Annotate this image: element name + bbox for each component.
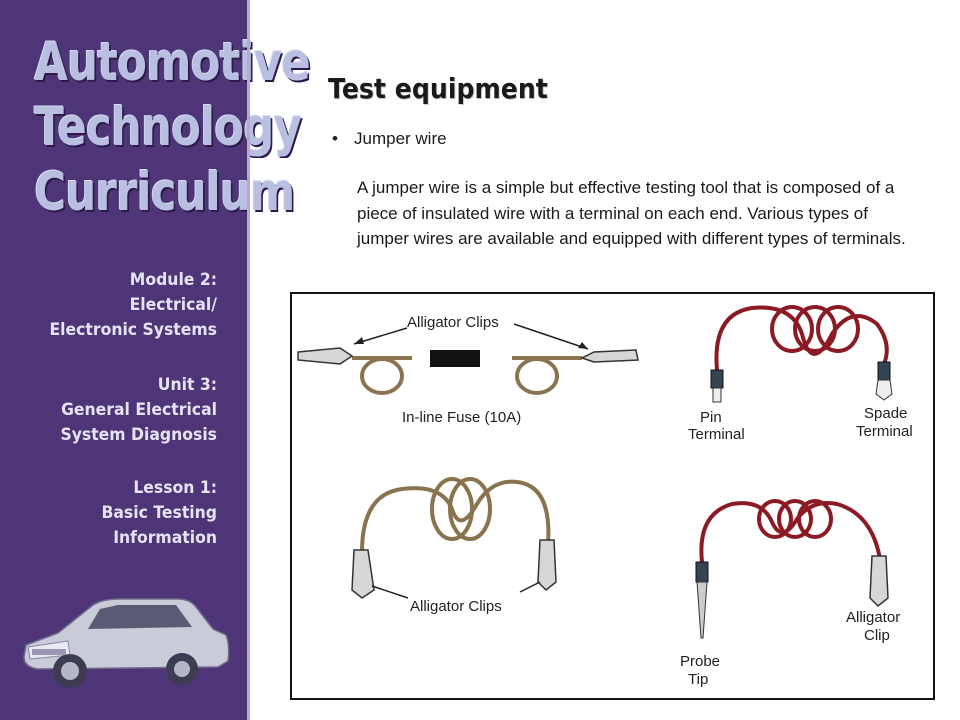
jumper-wire-figure: Alligator Clips In-line Fuse (10A) Pin T…: [290, 292, 935, 700]
unit-name-2: System Diagnosis: [60, 425, 217, 445]
brand-line-3: Curriculum: [34, 162, 295, 223]
unit-number: Unit 3:: [157, 375, 217, 395]
module-number: Module 2:: [129, 270, 217, 290]
nav-unit: Unit 3: General Electrical System Diagno…: [24, 373, 217, 448]
lesson-name-1: Basic Testing: [101, 503, 217, 523]
label-alligator-clip-1: Alligator: [846, 609, 900, 626]
slide-title: Test equipment: [328, 72, 548, 105]
lesson-number: Lesson 1:: [133, 478, 217, 498]
bullet-text: Jumper wire: [354, 129, 447, 148]
nav-lesson: Lesson 1: Basic Testing Information: [24, 476, 217, 551]
bullet-item: • Jumper wire: [332, 129, 447, 149]
label-alligator-clips-top: Alligator Clips: [407, 314, 499, 331]
label-probe-tip-1: Probe: [680, 653, 720, 670]
alligator-clips-jumper: [351, 477, 557, 599]
brand-line-2: Technology: [34, 97, 302, 158]
module-name-1: Electrical/: [129, 295, 217, 315]
label-inline-fuse: In-line Fuse (10A): [402, 409, 521, 426]
nav-module: Module 2: Electrical/ Electronic Systems: [24, 268, 217, 343]
module-name-2: Electronic Systems: [49, 320, 217, 340]
brand-title: Automotive Technology Curriculum: [14, 30, 310, 225]
probe-clip-jumper: [695, 499, 889, 639]
lesson-name-2: Information: [113, 528, 217, 548]
bullet-dot: •: [332, 129, 338, 148]
label-pin-terminal-2: Terminal: [688, 426, 745, 443]
sidebar: Automotive Technology Curriculum Module …: [0, 0, 311, 720]
sidebar-divider: [247, 0, 250, 720]
label-alligator-clip-2: Clip: [864, 627, 890, 644]
description-paragraph: A jumper wire is a simple but effective …: [357, 178, 906, 248]
inline-fuse-jumper: [297, 323, 639, 395]
car-icon: [23, 598, 230, 688]
brand-line-1: Automotive: [34, 32, 310, 93]
label-spade-terminal-1: Spade: [864, 405, 907, 422]
label-spade-terminal-2: Terminal: [856, 423, 913, 440]
label-alligator-clips-bottom: Alligator Clips: [410, 598, 502, 615]
label-pin-terminal-1: Pin: [700, 409, 722, 426]
pin-spade-jumper: [710, 305, 893, 403]
unit-name-1: General Electrical: [61, 400, 218, 420]
label-probe-tip-2: Tip: [688, 671, 708, 688]
